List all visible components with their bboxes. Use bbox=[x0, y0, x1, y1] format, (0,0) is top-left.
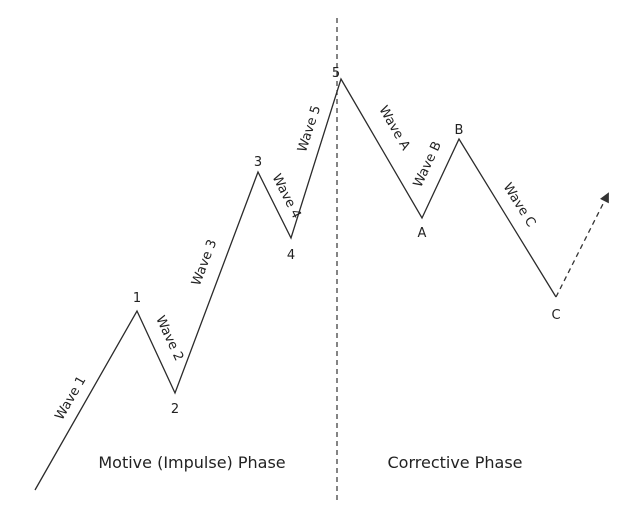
continuation-arrow bbox=[555, 192, 609, 298]
point-label-2: 2 bbox=[171, 402, 179, 417]
point-label-b: B bbox=[455, 123, 464, 138]
point-label-5: 5 bbox=[332, 66, 340, 81]
wave-label-3: Wave 3 bbox=[189, 238, 220, 288]
point-label-a: A bbox=[418, 226, 427, 241]
point-label-c: C bbox=[551, 308, 560, 323]
wave-label-c: Wave C bbox=[500, 180, 539, 229]
wave-path bbox=[34, 77, 557, 491]
point-label-4: 4 bbox=[287, 248, 295, 263]
wave-label-a: Wave A bbox=[375, 103, 412, 153]
motive-phase-label: Motive (Impulse) Phase bbox=[98, 453, 285, 472]
corrective-phase-label: Corrective Phase bbox=[387, 453, 522, 472]
wave-label-1: Wave 1 bbox=[52, 374, 89, 423]
wave-label-4: Wave 4 bbox=[269, 172, 304, 222]
point-label-1: 1 bbox=[133, 291, 141, 306]
point-label-3: 3 bbox=[254, 155, 262, 170]
wave-label-b: Wave B bbox=[411, 139, 445, 190]
